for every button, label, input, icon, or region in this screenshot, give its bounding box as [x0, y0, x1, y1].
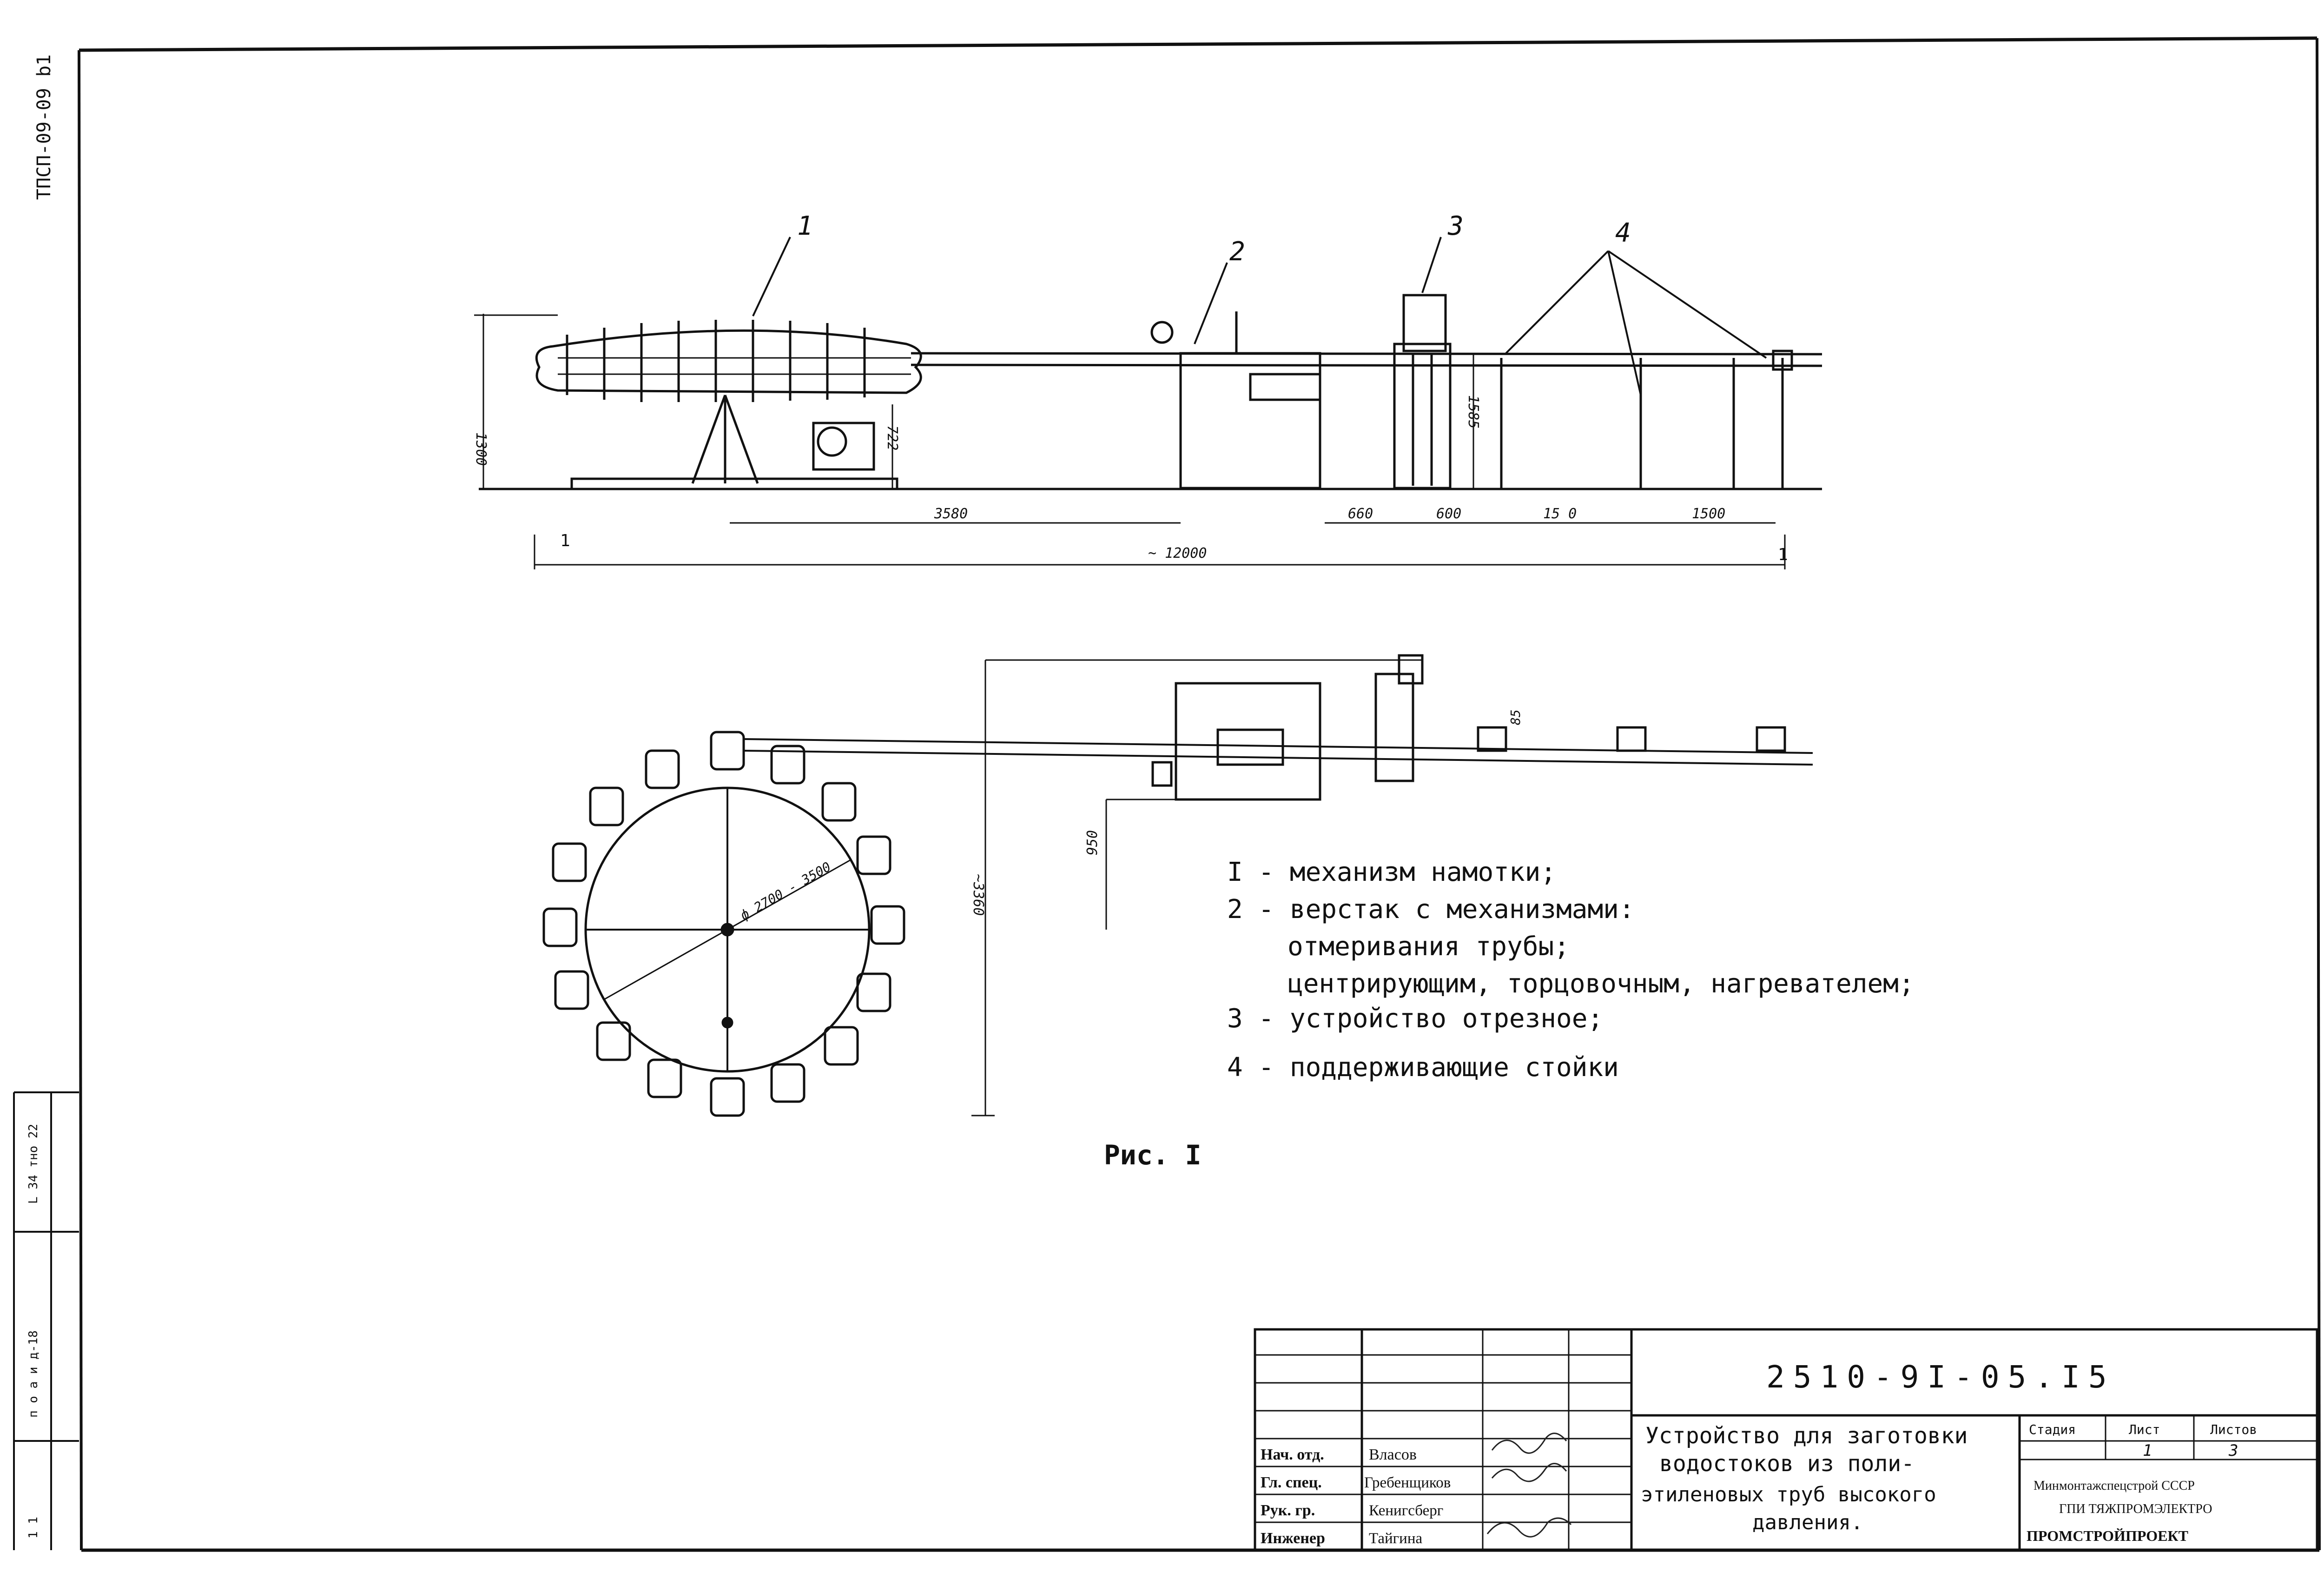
sheets-head: Листов: [2210, 1422, 2257, 1437]
margin-stamp-c: 1 1: [26, 1517, 40, 1539]
figure-caption: Рис. I: [1104, 1139, 1202, 1171]
name-2: Гребенщиков: [1364, 1474, 1451, 1491]
elevation-view: [474, 237, 1822, 569]
doc-number: 2510-9I-05.I5: [1766, 1359, 2115, 1395]
end-mark-left: 1: [560, 531, 570, 550]
dim-span-b: 660: [1348, 506, 1373, 522]
dim-height-cutter: 1585: [1465, 395, 1481, 429]
stage-head: Стадия: [2029, 1422, 2076, 1437]
plan-view: [542, 654, 1813, 1117]
callout-3: 3: [1447, 211, 1464, 241]
title-line-4: давления.: [1752, 1511, 1863, 1534]
dim-span-c: 600: [1436, 506, 1461, 522]
org-line-1: Минмонтажспецстрой СССР: [2034, 1479, 2195, 1493]
coil-holders: [542, 731, 905, 1117]
dim-diameter: ф 2700 - 3500: [738, 859, 833, 923]
callout-1: 1: [797, 211, 813, 241]
dim-span-e: 1500: [1692, 506, 1725, 522]
signature-marks: [1486, 1433, 1572, 1538]
coil-drum: [535, 320, 922, 402]
sheet-frame: [78, 36, 2321, 1552]
role-3: Рук. гр.: [1261, 1502, 1315, 1519]
margin-stamp-a: L 34 тно 22: [26, 1124, 40, 1204]
dim-span-a: 3580: [934, 506, 968, 522]
role-2: Гл. спец.: [1261, 1474, 1322, 1491]
dim-height-drive: 722: [884, 425, 900, 450]
title-line-2: водостоков из поли-: [1659, 1451, 1915, 1477]
title-block-grid: [1254, 1328, 2318, 1552]
role-4: Инженер: [1261, 1530, 1325, 1547]
legend-item-2a: отмеривания трубы;: [1287, 931, 1570, 962]
sheet-value: 1: [2143, 1441, 2152, 1460]
dim-offset: 950: [1084, 830, 1101, 855]
name-4: Тайгина: [1369, 1530, 1422, 1547]
legend-item-2b: центрирующим, торцовочным, нагревателем;: [1287, 969, 1915, 999]
legend-item-2: 2 - верстак с механизмами:: [1227, 894, 1635, 925]
dim-depth: ~3360: [970, 874, 986, 916]
callout-4: 4: [1615, 218, 1631, 248]
title-line-3: этиленовых труб высокого: [1641, 1483, 1936, 1506]
callout-2: 2: [1229, 237, 1245, 267]
sheets-value: 3: [2228, 1441, 2238, 1460]
dim-overall: ~ 12000: [1148, 545, 1207, 561]
legend-item-4: 4 - поддерживающие стойки: [1227, 1052, 1619, 1083]
role-1: Нач. отд.: [1261, 1446, 1324, 1463]
margin-stamp-boxes: [13, 1091, 79, 1550]
sheet-head: Лист: [2129, 1422, 2160, 1437]
org-line-2: ГПИ ТЯЖПРОМЭЛЕКТРО: [2059, 1502, 2212, 1516]
legend: I - механизм намотки; 2 - верстак с меха…: [1227, 857, 1915, 1083]
legend-item-3: 3 - устройство отрезное;: [1227, 1004, 1603, 1034]
title-line-1: Устройство для заготовки: [1645, 1423, 1968, 1449]
margin-code: ТПСП-09-09 b1: [33, 54, 55, 200]
name-1: Власов: [1369, 1446, 1417, 1463]
margin-stamp-b: п о а и д-18: [26, 1330, 40, 1418]
dim-span-d: 15 0: [1543, 506, 1577, 522]
legend-item-1: I - механизм намотки;: [1227, 857, 1556, 887]
name-3: Кенигсберг: [1369, 1502, 1443, 1519]
dim-pitch: 85: [1508, 709, 1523, 725]
org-line-3: ПРОМСТРОЙПРОЕКТ: [2027, 1527, 2188, 1544]
end-mark-right: 1: [1778, 545, 1788, 564]
dim-height-total: 1300: [473, 432, 489, 466]
